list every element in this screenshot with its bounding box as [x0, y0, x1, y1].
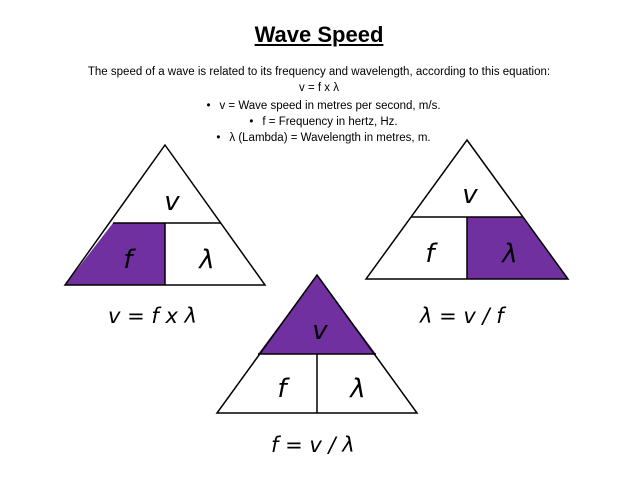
triangle-cell-lambda: [467, 217, 568, 279]
definition-list: • v = Wave speed in metres per second, m/…: [0, 98, 638, 146]
definition-item-speed: • v = Wave speed in metres per second, m/…: [0, 98, 638, 114]
intro-text: The speed of a wave is related to its fr…: [87, 66, 551, 78]
triangle-label-lambda: λ: [348, 374, 365, 404]
triangle-label-f: f: [425, 239, 438, 269]
triangle-speed: v f λ: [63, 143, 267, 286]
bullet-icon: •: [216, 132, 221, 144]
definition-item-wavelength: • λ (Lambda) = Wavelength in metres, m.: [0, 130, 638, 146]
triangle-frequency: v f λ: [215, 273, 419, 414]
triangle-label-v: v: [164, 187, 180, 217]
triangle-label-f: f: [277, 374, 290, 404]
definition-item-frequency: • f = Frequency in hertz, Hz.: [0, 114, 638, 130]
definition-text: f = Frequency in hertz, Hz.: [262, 116, 398, 128]
triangle-label-lambda: λ: [500, 239, 517, 269]
triangle-cell-f: [65, 223, 165, 285]
triangle-cell-v: [258, 275, 376, 354]
page-title: Wave Speed: [254, 22, 384, 47]
definition-text: v = Wave speed in metres per second, m/s…: [219, 100, 441, 112]
bullet-icon: •: [206, 100, 211, 112]
formula-wavelength: λ = v / f: [420, 304, 504, 328]
formula-speed: v = f x λ: [108, 304, 197, 328]
triangle-label-v: v: [312, 316, 328, 346]
triangle-label-lambda: λ: [197, 245, 214, 275]
bullet-icon: •: [249, 116, 254, 128]
main-equation: v = f x λ: [299, 82, 339, 94]
triangle-label-v: v: [462, 180, 478, 210]
formula-frequency: f = v / λ: [271, 433, 355, 457]
definition-text: λ (Lambda) = Wavelength in metres, m.: [229, 132, 431, 144]
triangle-wavelength: v f λ: [364, 138, 570, 280]
